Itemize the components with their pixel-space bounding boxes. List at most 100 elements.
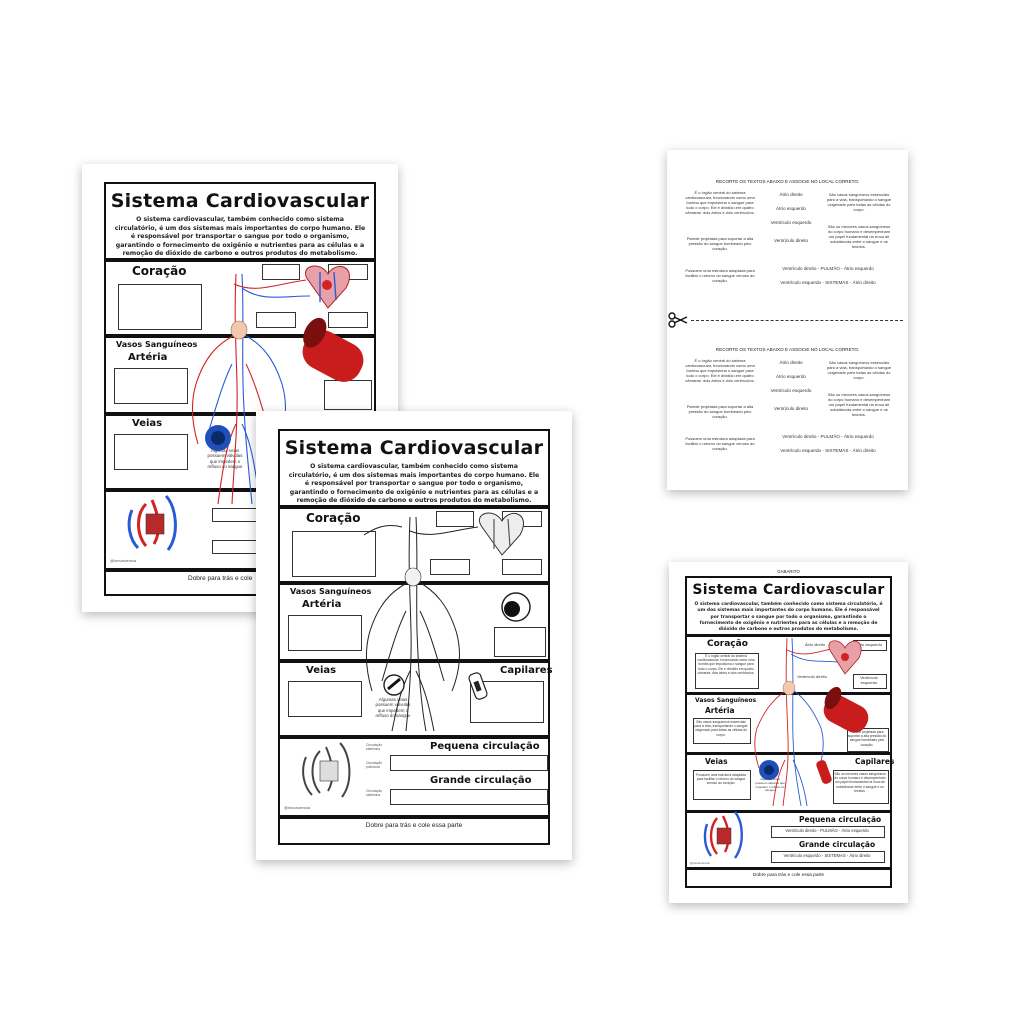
worksheet-frame: Sistema Cardiovascular O sistema cardiov… bbox=[278, 429, 553, 845]
cut-ventriculo-esquerdo: Ventrículo esquerdo bbox=[770, 220, 812, 225]
credit: @inovaciencia bbox=[284, 805, 311, 810]
label-box bbox=[328, 312, 368, 328]
cut-text-coracao: É o órgão central do sistema cardiovascu… bbox=[685, 358, 755, 383]
answer-box bbox=[288, 615, 362, 651]
valve-note: Algumas veias possuem válvulas que imped… bbox=[375, 697, 411, 719]
answer-ventriculo-direito: Ventrículo direito bbox=[797, 674, 827, 679]
cut-heading-top: RECORTE OS TEXTOS ABAIXO E ASSOCIE NO LO… bbox=[715, 179, 860, 184]
cut-text-veias: Possuem uma estrutura adaptada para faci… bbox=[685, 268, 755, 283]
section-capilares: Capilares bbox=[500, 665, 553, 676]
answer-box bbox=[292, 531, 376, 577]
answer-ventriculo-esquerdo: Ventrículo esquerdo bbox=[860, 675, 878, 685]
answer-title: Sistema Cardiovascular bbox=[692, 582, 885, 598]
answer-capillary-icon bbox=[816, 760, 832, 784]
worksheet-title: Sistema Cardiovascular bbox=[284, 437, 544, 459]
answer-line bbox=[212, 540, 258, 554]
answer-box bbox=[494, 627, 546, 657]
label-box bbox=[436, 511, 474, 527]
valve-note: Algumas veias possuem válvulas que imped… bbox=[207, 448, 243, 470]
answer-arteria: Artéria bbox=[705, 706, 735, 715]
answer-heart-diagram bbox=[703, 811, 743, 859]
circ-label-3: Circulação sistêmica bbox=[366, 789, 383, 797]
answer-coracao-text: É o órgão central do sistema cardiovascu… bbox=[697, 654, 755, 675]
label-box bbox=[262, 264, 300, 280]
answer-capilares-text: São os menores vasos sanguíneos do corpo… bbox=[834, 772, 886, 793]
answer-atrio-direito: Átrio direito bbox=[804, 642, 826, 647]
answer-frame: Sistema Cardiovascular O sistema cardiov… bbox=[685, 576, 895, 888]
answer-grande: Grande circulação bbox=[799, 840, 876, 849]
answer-intro: O sistema cardiovascular, também conheci… bbox=[694, 602, 883, 633]
fold-footer-partial: Dobre para trás e cole bbox=[188, 575, 253, 582]
section-arteria: Artéria bbox=[128, 352, 168, 363]
cut-line-grande: Ventrículo esquerdo - SISTEMAS - Átrio d… bbox=[780, 448, 876, 453]
label-box bbox=[502, 511, 542, 527]
answer-capilares: Capilares bbox=[855, 757, 895, 766]
worksheet-title: Sistema Cardiovascular bbox=[110, 190, 370, 212]
credit: @inovaciencia bbox=[110, 558, 137, 563]
cut-text-coracao: É o órgão central do sistema cardiovascu… bbox=[685, 190, 755, 215]
cut-atrio-esquerdo: Átrio esquerdo bbox=[776, 374, 806, 379]
answer-coracao: Coração bbox=[707, 639, 748, 649]
answer-box bbox=[114, 368, 188, 404]
cut-ventriculo-esquerdo: Ventrículo esquerdo bbox=[770, 388, 812, 393]
label-box bbox=[502, 559, 542, 575]
answer-line-pequena: Ventrículo direito - PULMÃO - Átrio esqu… bbox=[785, 828, 869, 833]
cut-text-parede: Parede projetada para suportar a alta pr… bbox=[686, 404, 754, 419]
answer-arteria-text: São vasos sanguíneos essenciais para a v… bbox=[694, 720, 748, 737]
cut-text-capilares: São os menores vasos sanguíneos do corpo… bbox=[827, 392, 891, 417]
answer-box bbox=[114, 434, 188, 470]
bw-worksheet-front: Sistema Cardiovascular O sistema cardiov… bbox=[256, 411, 572, 860]
answer-line bbox=[390, 789, 548, 805]
answer-vasos: Vasos Sanguíneos bbox=[695, 697, 757, 704]
cut-ventriculo-direito: Ventrículo direito bbox=[773, 406, 809, 411]
section-grande: Grande circulação bbox=[430, 775, 532, 786]
cutout-sheet: RECORTE OS TEXTOS ABAIXO E ASSOCIE NO LO… bbox=[667, 150, 908, 490]
answer-capilares-box bbox=[833, 770, 889, 804]
answer-pequena: Pequena circulação bbox=[799, 815, 882, 824]
answer-box bbox=[288, 681, 362, 717]
vein-outline-icon bbox=[383, 674, 405, 696]
answer-valve-note: Algumas veias possuem válvulas que imped… bbox=[755, 777, 785, 793]
answer-line-grande: Ventrículo esquerdo - SISTEMAS - Átrio d… bbox=[783, 853, 871, 858]
answer-ventriculo-esquerdo-box bbox=[853, 674, 887, 689]
heart-diagram-outline bbox=[302, 742, 351, 798]
section-vasos: Vasos Sanguíneos bbox=[116, 340, 198, 349]
answer-veias-text: Possuem uma estrutura adaptada para faci… bbox=[696, 773, 746, 786]
answer-credit: @inovaciencia bbox=[690, 861, 710, 865]
answer-pequena-box bbox=[771, 826, 885, 838]
worksheet-intro: O sistema cardiovascular, também conheci… bbox=[114, 216, 366, 258]
cut-text-arteria: São vasos sanguíneos essenciais para a v… bbox=[826, 360, 892, 380]
answer-atrio-esquerdo: Átrio esquerdo bbox=[855, 642, 882, 647]
cut-text-capilares: São os menores vasos sanguíneos do corpo… bbox=[827, 224, 891, 249]
cut-dashed-line bbox=[691, 320, 903, 321]
circ-label-2: Circulação pulmonar bbox=[366, 761, 383, 769]
answer-footer: Dobre para trás e cole essa parte bbox=[752, 873, 825, 878]
answer-line bbox=[212, 508, 258, 522]
section-arteria: Artéria bbox=[302, 599, 342, 610]
answer-box bbox=[118, 284, 202, 330]
cut-line-grande: Ventrículo esquerdo - SISTEMAS - Átrio d… bbox=[780, 280, 876, 285]
scissors-icon bbox=[668, 312, 688, 328]
section-veias: Veias bbox=[306, 665, 337, 676]
cut-atrio-esquerdo: Átrio esquerdo bbox=[776, 206, 806, 211]
section-pequena: Pequena circulação bbox=[430, 741, 540, 752]
artery-outline-icon bbox=[501, 592, 531, 622]
section-vasos: Vasos Sanguíneos bbox=[290, 587, 372, 596]
answer-box bbox=[470, 681, 544, 723]
cut-line-pequena: Ventrículo direito - PULMÃO - Átrio esqu… bbox=[782, 434, 874, 439]
cut-atrio-direito: Átrio direito bbox=[779, 192, 803, 197]
fold-footer: Dobre para trás e cole essa parte bbox=[365, 822, 463, 829]
cut-line-pequena: Ventrículo direito - PULMÃO - Átrio esqu… bbox=[782, 266, 874, 271]
answer-veias-box bbox=[693, 770, 751, 800]
heart-diagram-colored bbox=[127, 494, 177, 551]
answer-grande-box bbox=[771, 851, 885, 863]
cut-ventriculo-direito: Ventrículo direito bbox=[773, 238, 809, 243]
answer-line bbox=[390, 755, 548, 771]
cut-text-arteria: São vasos sanguíneos essenciais para a v… bbox=[826, 192, 892, 212]
cut-heading-bottom: RECORTE OS TEXTOS ABAIXO E ASSOCIE NO LO… bbox=[715, 347, 860, 352]
label-box bbox=[430, 559, 470, 575]
worksheet-intro: O sistema cardiovascular, também conheci… bbox=[288, 463, 540, 505]
answer-parede-text: Parede projetada para suportar a alta pr… bbox=[847, 730, 887, 747]
answer-key-sheet: GABARITO Sistema Cardiovascular O sistem… bbox=[669, 562, 908, 903]
section-veias: Veias bbox=[132, 418, 163, 429]
